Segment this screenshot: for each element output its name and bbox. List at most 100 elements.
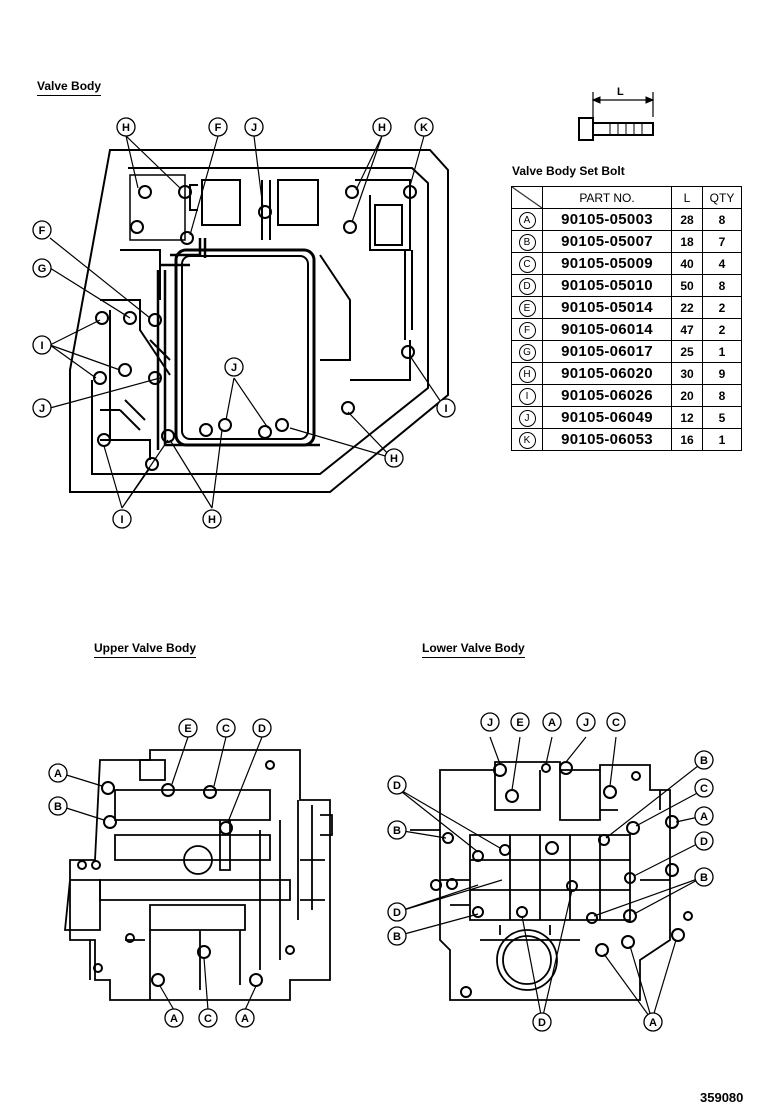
callout-lower-9: A bbox=[694, 806, 714, 826]
bolt-code: E bbox=[511, 296, 543, 319]
svg-text:H: H bbox=[378, 122, 386, 134]
callout-main-7: I bbox=[32, 335, 52, 355]
callout-lower-2: A bbox=[542, 712, 562, 732]
header-corner bbox=[511, 186, 543, 209]
bolt-qty: 8 bbox=[702, 384, 742, 407]
part-number: 90105-06020 bbox=[542, 362, 672, 385]
svg-text:J: J bbox=[231, 362, 237, 374]
callout-lower-4: C bbox=[606, 712, 626, 732]
bolt-icon bbox=[578, 92, 655, 141]
svg-text:J: J bbox=[487, 717, 493, 729]
callout-main-12: I bbox=[112, 509, 132, 529]
svg-text:B: B bbox=[700, 872, 708, 884]
callout-lower-7: B bbox=[694, 750, 714, 770]
bolt-code: C bbox=[511, 252, 543, 275]
callout-lower-5: D bbox=[387, 775, 407, 795]
bolt-length: 50 bbox=[671, 274, 703, 297]
bolt-qty: 2 bbox=[702, 296, 742, 319]
bolt-length: 20 bbox=[671, 384, 703, 407]
bolt-code: J bbox=[511, 406, 543, 429]
svg-text:A: A bbox=[54, 768, 62, 780]
callout-upper-2: D bbox=[252, 718, 272, 738]
bolt-table-title: Valve Body Set Bolt bbox=[512, 164, 625, 178]
svg-text:H: H bbox=[208, 514, 216, 526]
svg-text:F: F bbox=[39, 225, 46, 237]
svg-text:E: E bbox=[184, 723, 191, 735]
callout-lower-11: B bbox=[694, 867, 714, 887]
svg-text:B: B bbox=[700, 755, 708, 767]
svg-text:I: I bbox=[40, 340, 43, 352]
bolt-length: 22 bbox=[671, 296, 703, 319]
svg-text:B: B bbox=[54, 801, 62, 813]
callout-upper-4: B bbox=[48, 796, 68, 816]
lower-leader-lines bbox=[396, 736, 704, 1021]
header-part-no: PART NO. bbox=[542, 186, 672, 209]
callout-lower-13: B bbox=[387, 926, 407, 946]
bolt-length: 40 bbox=[671, 252, 703, 275]
part-number: 90105-06014 bbox=[542, 318, 672, 341]
svg-text:D: D bbox=[538, 1017, 546, 1029]
bolt-code: H bbox=[511, 362, 543, 385]
figure-number: 359080 bbox=[700, 1090, 744, 1105]
callout-upper-5: A bbox=[164, 1008, 184, 1028]
callout-main-10: I bbox=[436, 398, 456, 418]
svg-text:G: G bbox=[38, 263, 47, 275]
bolt-length: 30 bbox=[671, 362, 703, 385]
svg-text:A: A bbox=[548, 717, 556, 729]
callout-main-4: K bbox=[414, 117, 434, 137]
callout-main-8: J bbox=[32, 398, 52, 418]
part-number: 90105-06017 bbox=[542, 340, 672, 363]
bolt-length: 47 bbox=[671, 318, 703, 341]
svg-text:A: A bbox=[241, 1013, 249, 1025]
part-number: 90105-05003 bbox=[542, 208, 672, 231]
svg-text:C: C bbox=[612, 717, 620, 729]
bolt-qty: 7 bbox=[702, 230, 742, 253]
callout-lower-6: B bbox=[387, 820, 407, 840]
svg-text:D: D bbox=[700, 836, 708, 848]
part-number: 90105-05009 bbox=[542, 252, 672, 275]
svg-text:B: B bbox=[393, 825, 401, 837]
main-bolt-holes bbox=[93, 185, 417, 471]
bolt-code: B bbox=[511, 230, 543, 253]
upper-leader-lines bbox=[59, 736, 263, 1011]
header-qty: QTY bbox=[702, 186, 742, 209]
svg-text:F: F bbox=[215, 122, 222, 134]
part-number: 90105-06049 bbox=[542, 406, 672, 429]
part-number: 90105-05010 bbox=[542, 274, 672, 297]
bolt-qty: 2 bbox=[702, 318, 742, 341]
callout-lower-0: J bbox=[480, 712, 500, 732]
callout-lower-14: D bbox=[532, 1012, 552, 1032]
bolt-table-header: PART NO. L QTY bbox=[511, 186, 742, 209]
svg-text:D: D bbox=[258, 723, 266, 735]
bolt-qty: 1 bbox=[702, 428, 742, 451]
bolt-length: 16 bbox=[671, 428, 703, 451]
bolt-length: 18 bbox=[671, 230, 703, 253]
svg-text:B: B bbox=[393, 931, 401, 943]
callout-upper-1: C bbox=[216, 718, 236, 738]
callout-main-9: J bbox=[224, 357, 244, 377]
callout-upper-3: A bbox=[48, 763, 68, 783]
valve-body-title: Valve Body bbox=[37, 79, 102, 96]
svg-text:E: E bbox=[516, 717, 523, 729]
callout-main-0: H bbox=[116, 117, 136, 137]
main-valve-body-outline bbox=[69, 149, 449, 493]
svg-text:J: J bbox=[39, 403, 45, 415]
svg-text:I: I bbox=[120, 514, 123, 526]
bolt-qty: 4 bbox=[702, 252, 742, 275]
svg-text:D: D bbox=[393, 780, 401, 792]
callout-main-3: H bbox=[372, 117, 392, 137]
lower-bolt-holes bbox=[430, 761, 693, 998]
bolt-length: 25 bbox=[671, 340, 703, 363]
bolt-code: A bbox=[511, 208, 543, 231]
bolt-qty: 1 bbox=[702, 340, 742, 363]
